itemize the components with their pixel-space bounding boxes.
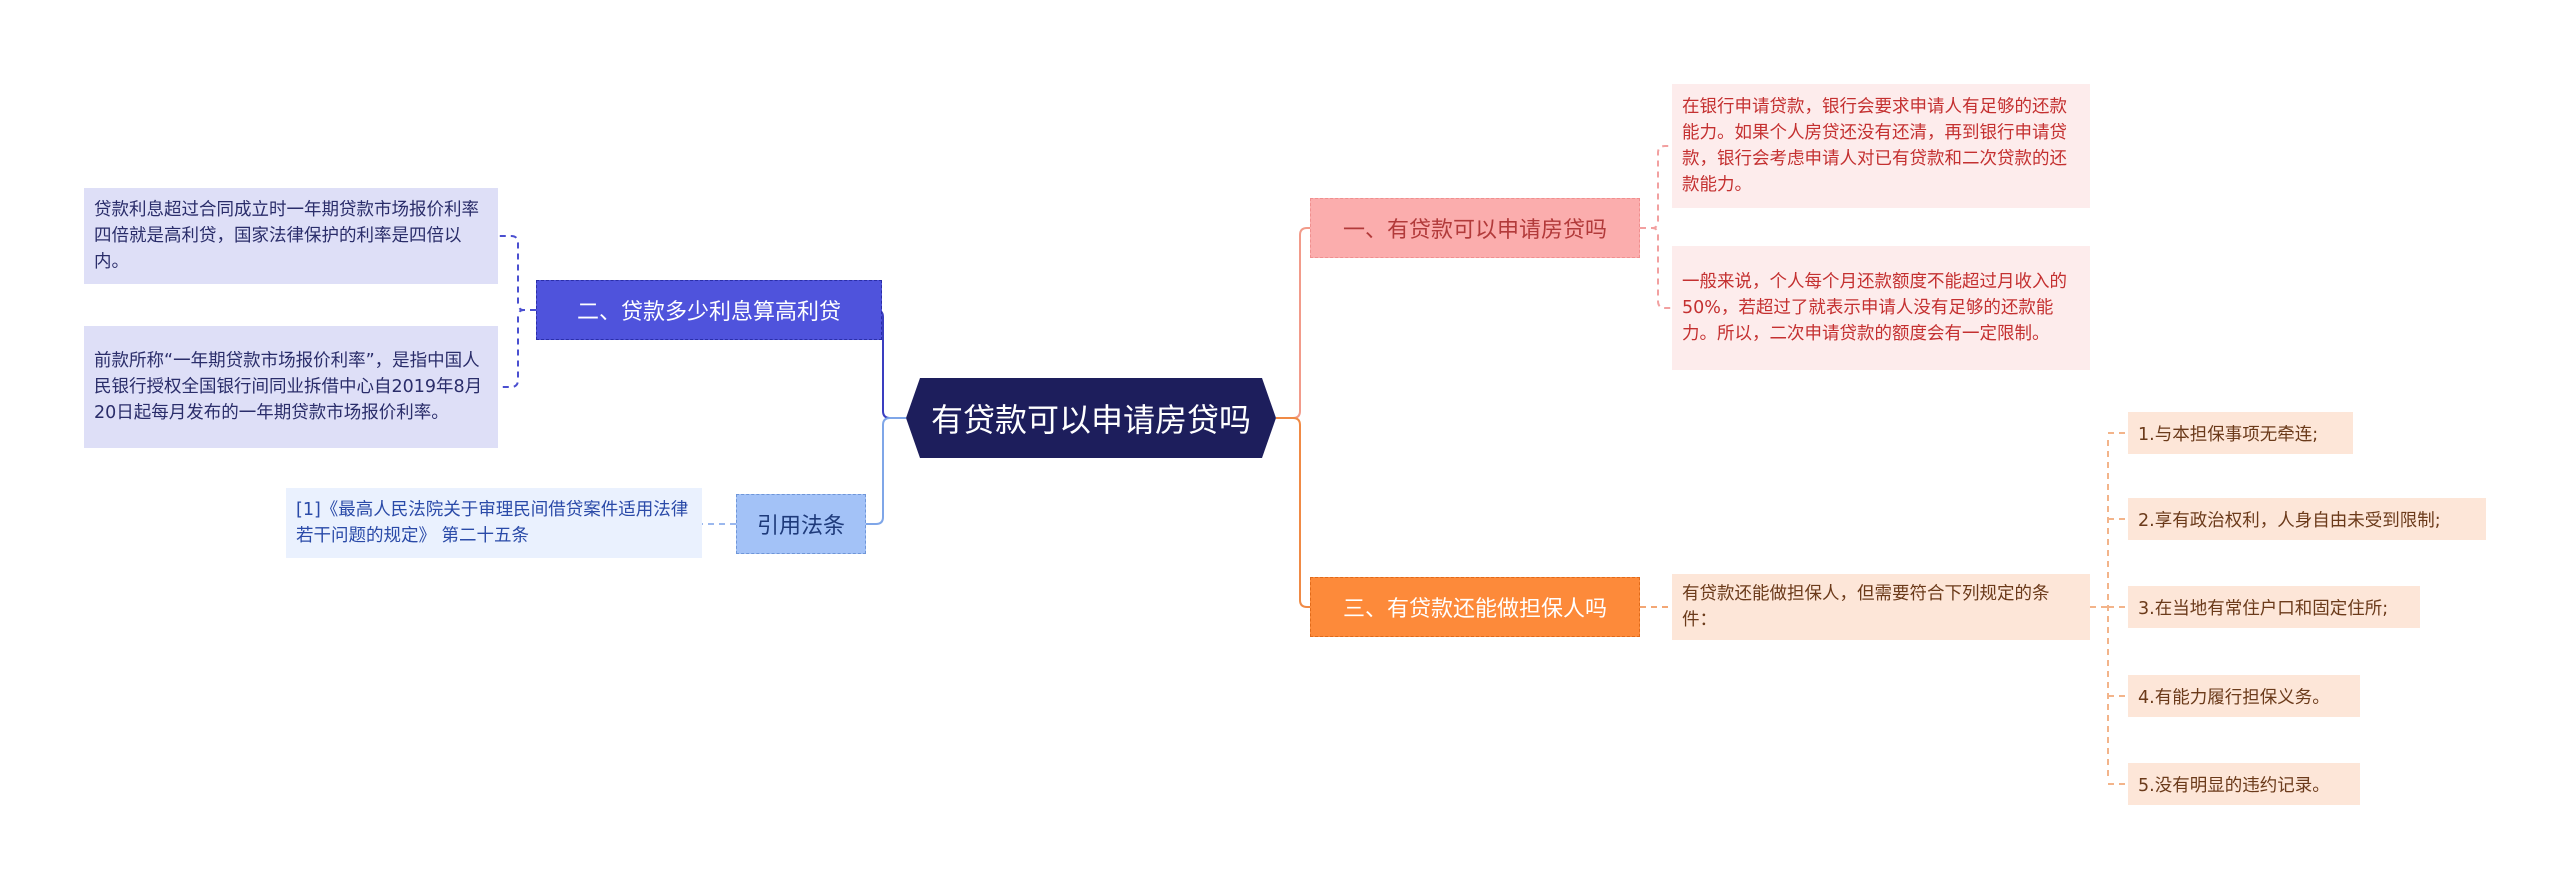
condition-item-3[interactable]: 3.在当地有常住户口和固定住所;: [2128, 586, 2420, 628]
branch-topic-3[interactable]: 三、有贷款还能做担保人吗: [1310, 577, 1640, 637]
condition-item-5[interactable]: 5.没有明显的违约记录。: [2128, 763, 2360, 805]
branch1-leaf-2[interactable]: 一般来说，个人每个月还款额度不能超过月收入的50%，若超过了就表示申请人没有足够…: [1672, 246, 2090, 370]
link-b1-leaf1: [1640, 145, 1672, 229]
central-topic[interactable]: 有贷款可以申请房贷吗: [906, 378, 1276, 458]
condition-item-2[interactable]: 2.享有政治权利，人身自由未受到限制;: [2128, 498, 2486, 540]
branch2-leaf-1[interactable]: 贷款利息超过合同成立时一年期贷款市场报价利率四倍就是高利贷，国家法律保护的利率是…: [84, 188, 498, 284]
link-central-b1: [1276, 227, 1310, 419]
condition-item-1[interactable]: 1.与本担保事项无牵连;: [2128, 412, 2353, 454]
link-b2-leaf1: [498, 235, 536, 311]
link-central-b3: [1276, 417, 1310, 608]
branch2-leaf-2[interactable]: 前款所称“一年期贷款市场报价利率”，是指中国人民银行授权全国银行间同业拆借中心自…: [84, 326, 498, 448]
branch1-leaf-1[interactable]: 在银行申请贷款，银行会要求申请人有足够的还款能力。如果个人房贷还没有还清，再到银…: [1672, 84, 2090, 208]
branch-topic-2[interactable]: 二、贷款多少利息算高利贷: [536, 280, 882, 340]
link-central-b4: [866, 417, 906, 525]
branch3-leaf[interactable]: 有贷款还能做担保人，但需要符合下列规定的条件：: [1672, 574, 2090, 640]
link-b2-leaf2: [498, 309, 536, 388]
citation-leaf[interactable]: [1]《最高人民法院关于审理民间借贷案件适用法律若干问题的规定》 第二十五条: [286, 488, 702, 558]
condition-item-4[interactable]: 4.有能力履行担保义务。: [2128, 675, 2360, 717]
branch-topic-citation[interactable]: 引用法条: [736, 494, 866, 554]
link-b1-leaf2: [1640, 227, 1672, 309]
branch-topic-1[interactable]: 一、有贷款可以申请房贷吗: [1310, 198, 1640, 258]
link-cond-trunk: [2090, 440, 2109, 777]
